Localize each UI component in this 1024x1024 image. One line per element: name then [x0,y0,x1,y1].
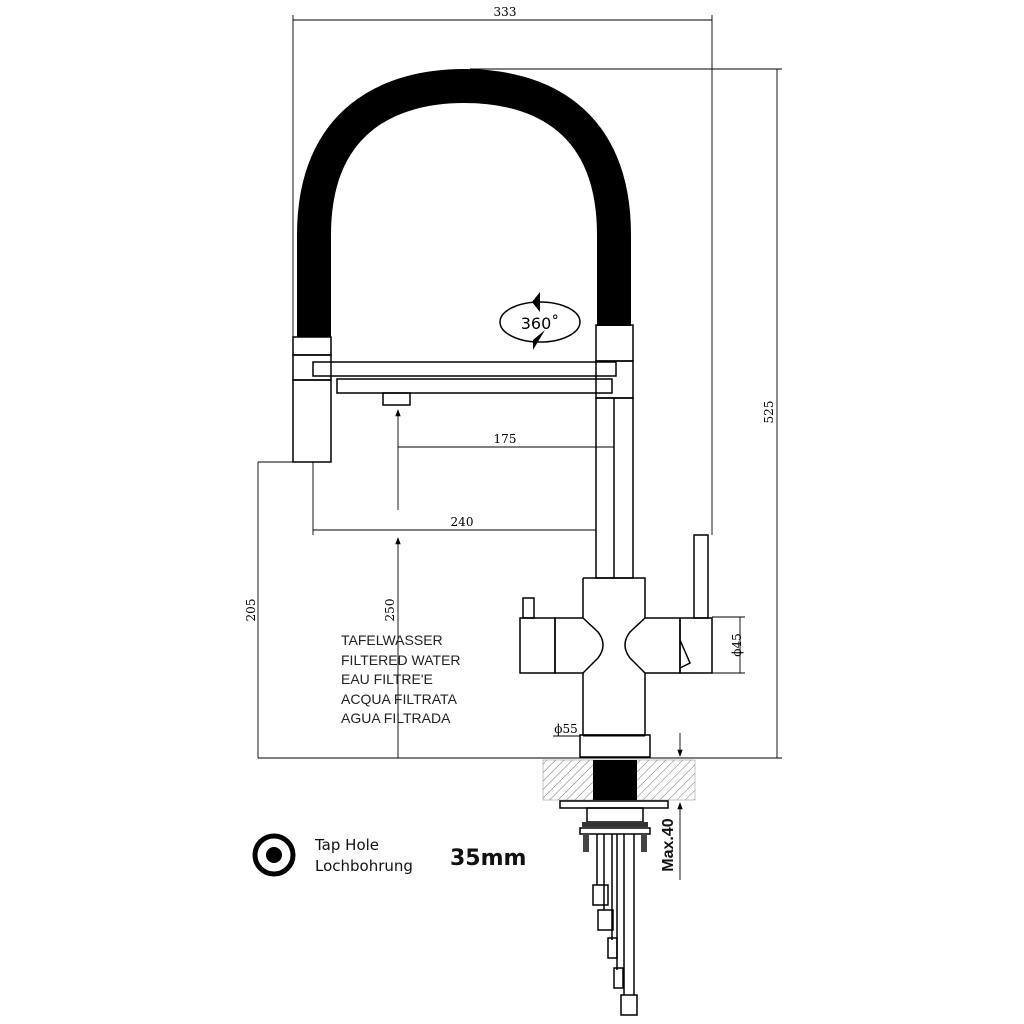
dimension-250: 250 [383,537,401,758]
tap-hole-label-de: Lochbohrung [315,857,413,875]
dimension-label: 333 [494,5,517,19]
mounting-assembly [559,800,669,1016]
water-label: ACQUA FILTRATA [341,691,458,707]
target-circle-icon [252,833,296,877]
dimension-55: ϕ55 [553,722,645,737]
faucet-column [595,324,634,579]
dimension-label: ϕ45 [730,633,744,656]
rotation-label: 360˚ [521,314,560,333]
spout [312,361,617,406]
spray-head [292,336,332,463]
water-label: EAU FILTRE'E [341,671,433,687]
dimension-175: 175 [395,409,614,510]
dimension-240: 240 [312,462,596,535]
tap-hole-info: Tap Hole Lochbohrung 35mm [252,833,526,877]
dimension-label: ϕ55 [554,722,577,736]
dimension-label: 525 [762,401,776,424]
water-label: TAFELWASSER [341,632,443,648]
dimension-max-40: Max.40 [660,733,683,880]
dimension-45: ϕ45 [712,616,745,674]
tap-hole-size: 35mm [450,846,526,871]
dimension-label: 250 [383,599,397,622]
dimension-label: 175 [494,432,517,446]
dimension-label: 240 [451,515,474,529]
dimension-height: 525 [470,68,782,758]
dimension-label: Max.40 [660,818,677,871]
rotation-360-icon: 360˚ [499,292,581,350]
dimension-205: 205 [244,461,293,758]
water-labels: TAFELWASSER FILTERED WATER EAU FILTRE'E … [341,632,461,726]
tap-hole-label: Tap Hole [314,836,379,854]
dimension-width: 333 [292,5,713,535]
pull-down-hose [297,68,631,337]
countertop-section [542,759,696,801]
dimension-label: 205 [244,599,258,622]
water-label: AGUA FILTRADA [341,710,451,726]
water-label: FILTERED WATER [341,652,461,668]
mixer-body [519,534,713,758]
